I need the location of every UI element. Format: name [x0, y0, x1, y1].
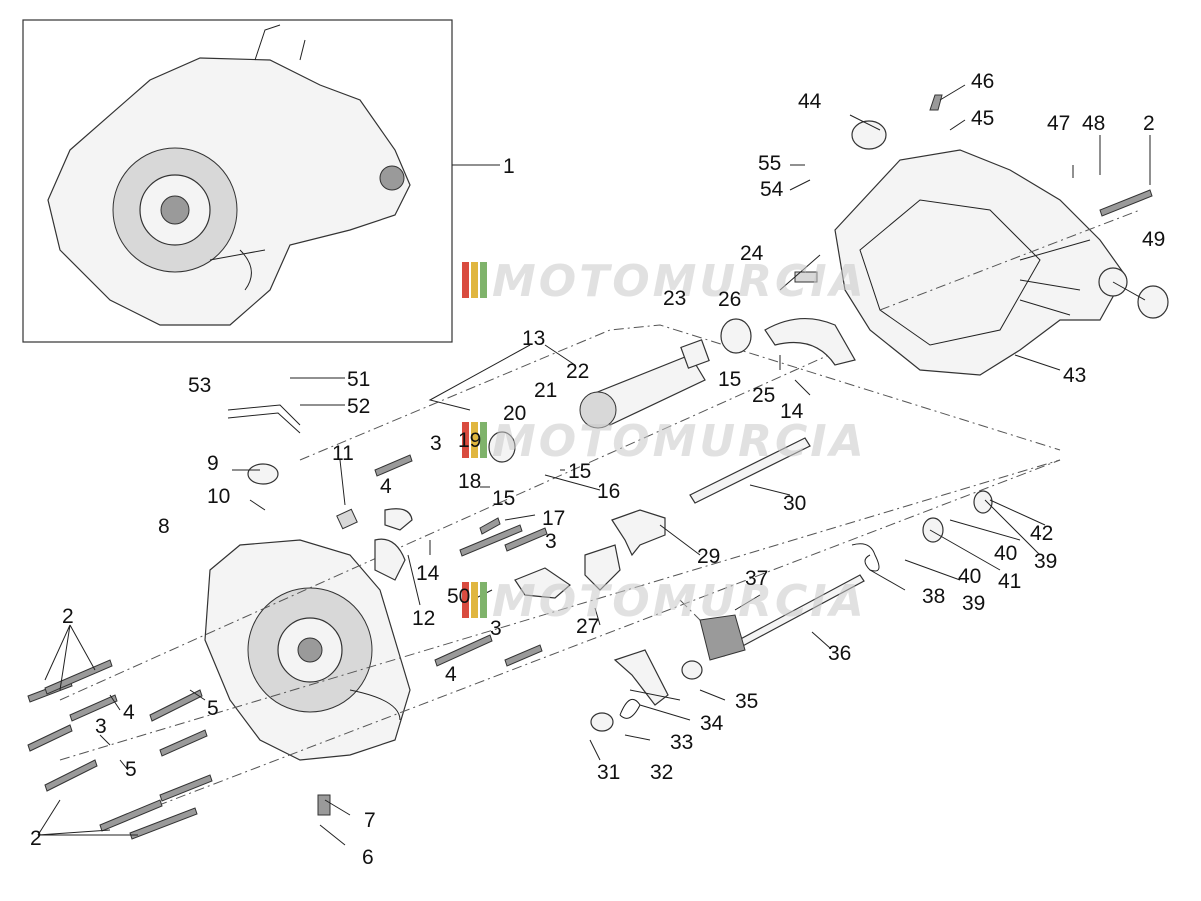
part-label: 25 [752, 384, 775, 407]
assembly-lines [59, 209, 1141, 821]
part-label: 22 [566, 360, 589, 383]
part-label: 14 [416, 562, 440, 585]
part-label: 45 [971, 107, 994, 130]
part-label: 13 [522, 327, 545, 350]
part-label: 31 [597, 761, 620, 784]
inset-assembled-gearbox [22, 19, 453, 343]
watermark-stripe-2 [471, 262, 478, 298]
part-label: 35 [735, 690, 758, 713]
watermark-stripe-3 [480, 262, 487, 298]
part-label: 4 [445, 663, 457, 686]
part-label: 19 [458, 429, 481, 452]
shift-drum-13 [579, 339, 710, 429]
part-label: 33 [670, 731, 693, 754]
part-label: 37 [745, 567, 768, 590]
part-label: 40 [994, 542, 1017, 565]
part-label: 1 [503, 155, 515, 178]
part-label: 43 [1063, 364, 1086, 387]
part-label: 3 [490, 617, 502, 640]
pipe-53 [227, 404, 301, 434]
part-label: 5 [207, 697, 219, 720]
bolts [27, 94, 1153, 840]
watermark-text: MOTOMURCIA [492, 576, 867, 627]
part-label: 46 [971, 70, 994, 93]
part-label: 39 [1034, 550, 1057, 573]
part-label: 8 [158, 515, 170, 538]
watermark-stripe-2 [471, 422, 478, 458]
part-label: 53 [188, 374, 211, 397]
part-label: 55 [758, 152, 781, 175]
part-label: 18 [458, 470, 481, 493]
part-label: 29 [697, 545, 720, 568]
part-label: 10 [207, 485, 230, 508]
part-label: 9 [207, 452, 219, 475]
part-label: 54 [760, 178, 784, 201]
watermark-stripe-1 [462, 262, 469, 298]
part-label: 2 [30, 827, 42, 850]
watermark-text: MOTOMURCIA [492, 416, 867, 467]
part-label: 40 [958, 565, 981, 588]
fork-29 [611, 509, 666, 557]
watermark-stripe-2 [471, 582, 478, 618]
watermark-stripe-3 [480, 582, 487, 618]
fork-27 [514, 544, 621, 599]
part-label: 52 [347, 395, 370, 418]
part-label: 27 [576, 615, 599, 638]
part-label: 41 [998, 570, 1021, 593]
part-label: 44 [798, 90, 822, 113]
part-label: 30 [783, 492, 806, 515]
watermark-stripe-3 [480, 422, 487, 458]
watermark-text: MOTOMURCIA [492, 256, 867, 307]
right-cover-43 [834, 149, 1128, 376]
part-label: 36 [828, 642, 851, 665]
watermark-stripe-1 [462, 582, 469, 618]
part-label: 4 [123, 701, 135, 724]
part-label: 5 [125, 758, 137, 781]
part-label: 51 [347, 368, 370, 391]
part-label: 3 [95, 715, 107, 738]
leader-lines [37, 84, 1151, 846]
part-label: 48 [1082, 112, 1105, 135]
part-label: 15 [492, 487, 515, 510]
part-labels: 1 2 2 2 3 3 3 3 4 4 4 5 5 6 7 8 9 10 11 … [30, 70, 1165, 869]
part-label: 32 [650, 761, 673, 784]
part-label: 49 [1142, 228, 1165, 251]
part-label: 3 [430, 432, 442, 455]
watermark-stripe-1 [462, 422, 469, 458]
part-label: 23 [663, 287, 686, 310]
part-label: 38 [922, 585, 945, 608]
bearings [247, 120, 1169, 732]
part-label: 17 [542, 507, 565, 530]
part-label: 15 [568, 460, 591, 483]
watermark-logos: MOTOMURCIA MOTOMURCIA MOTOMURCIA [462, 256, 867, 627]
part-label: 50 [447, 585, 470, 608]
part-label: 34 [700, 712, 724, 735]
cover-plate-12 [374, 508, 413, 581]
shaft-30 [689, 437, 811, 504]
part-label: 2 [62, 605, 74, 628]
part-label: 42 [1030, 522, 1053, 545]
part-label: 12 [412, 607, 435, 630]
part-label: 39 [962, 592, 985, 615]
part-label: 16 [597, 480, 620, 503]
part-label: 26 [718, 288, 741, 311]
part-label: 11 [332, 442, 354, 465]
part-label: 47 [1047, 112, 1070, 135]
shaft-36 [699, 574, 865, 661]
left-housing-8 [204, 539, 411, 761]
part-label: 20 [503, 402, 526, 425]
part-label: 6 [362, 846, 374, 869]
part-label: 24 [740, 242, 764, 265]
part-label: 4 [380, 475, 392, 498]
part-label: 21 [534, 379, 557, 402]
part-label: 14 [780, 400, 804, 423]
part-label: 3 [545, 530, 557, 553]
part-label: 2 [1143, 112, 1155, 135]
part-label: 7 [364, 809, 376, 832]
part-label: 15 [718, 368, 741, 391]
